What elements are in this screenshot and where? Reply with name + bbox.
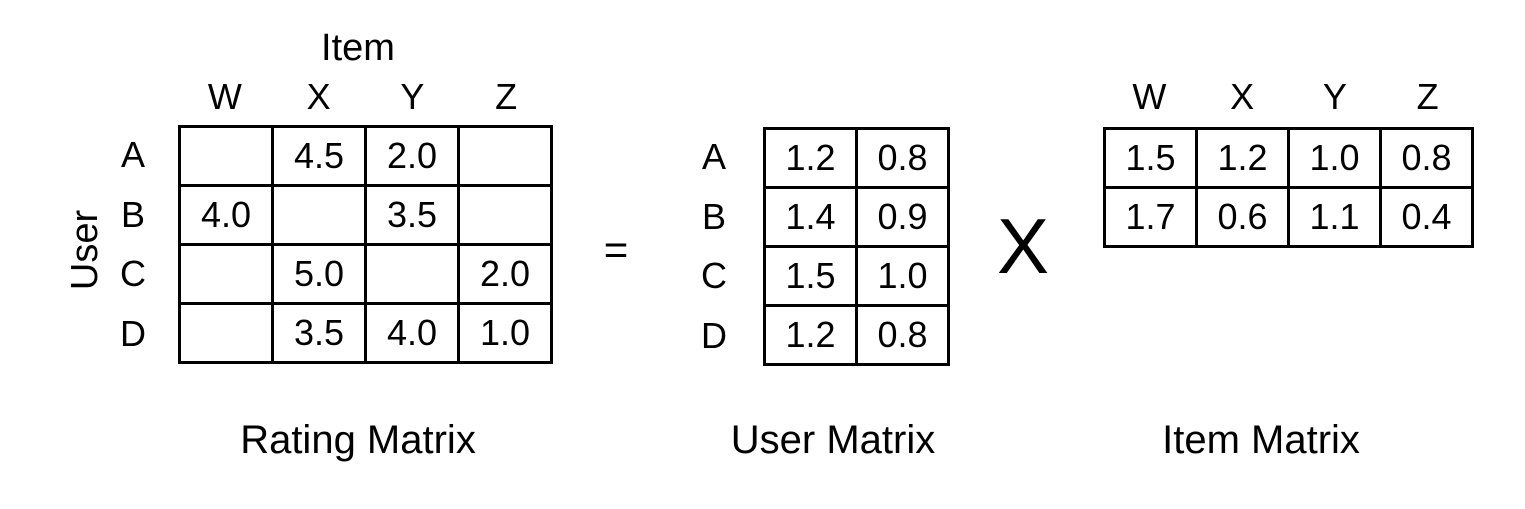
matrix-cell: 0.4 (1379, 186, 1474, 248)
matrix-cell: 1.2 (763, 304, 858, 366)
user-matrix-caption: User Matrix (730, 418, 936, 462)
matrix-cell: 0.8 (1379, 127, 1474, 189)
rating-row-header-c: C (120, 253, 146, 295)
rating-col-header-z: Z (495, 76, 518, 117)
item-col-header-x: X (1230, 76, 1255, 117)
matrix-cell (457, 125, 553, 187)
table-row: 1.2 0.8 (763, 304, 950, 366)
matrix-cell (178, 125, 274, 187)
table-row: 5.0 2.0 (178, 243, 553, 305)
item-col-header-y: Y (1322, 76, 1347, 117)
user-row-headers: A B C D (690, 127, 738, 366)
matrix-cell: 5.0 (271, 243, 367, 305)
rating-column-headers: W X Y Z (178, 75, 553, 119)
matrix-cell: 3.5 (364, 184, 460, 246)
rating-col-header-y: Y (400, 76, 425, 117)
matrix-cell: 4.5 (271, 125, 367, 187)
matrix-cell (271, 184, 367, 246)
item-matrix-table: 1.5 1.2 1.0 0.8 1.7 0.6 1.1 0.4 (1103, 127, 1474, 248)
rating-row-header-d: D (120, 313, 146, 355)
matrix-cell: 1.5 (1103, 127, 1198, 189)
user-row-header-a: A (701, 135, 726, 177)
table-row: 1.5 1.2 1.0 0.8 (1103, 127, 1474, 189)
item-axis-label: Item (321, 27, 395, 69)
table-row: 4.5 2.0 (178, 125, 553, 187)
rating-col-header-x: X (306, 76, 331, 117)
matrix-cell: 4.0 (178, 184, 274, 246)
multiply-operator: X (996, 202, 1050, 290)
matrix-cell: 1.0 (855, 245, 950, 307)
matrix-cell: 1.4 (763, 186, 858, 248)
equals-operator: = (603, 226, 629, 273)
rating-matrix-caption: Rating Matrix (240, 418, 476, 462)
matrix-cell: 4.0 (364, 302, 460, 364)
user-axis-label: User (64, 209, 107, 291)
user-row-header-c: C (701, 255, 727, 297)
matrix-cell: 1.1 (1287, 186, 1382, 248)
matrix-cell (178, 243, 274, 305)
matrix-cell: 2.0 (364, 125, 460, 187)
matrix-cell: 2.0 (457, 243, 553, 305)
matrix-cell: 1.2 (1195, 127, 1290, 189)
matrix-cell: 1.7 (1103, 186, 1198, 248)
matrix-cell: 3.5 (271, 302, 367, 364)
matrix-cell: 0.8 (855, 304, 950, 366)
matrix-cell: 1.5 (763, 245, 858, 307)
item-column-headers: W X Y Z (1103, 75, 1474, 119)
table-row: 1.7 0.6 1.1 0.4 (1103, 186, 1474, 248)
matrix-cell: 0.9 (855, 186, 950, 248)
item-col-header-w: W (1132, 76, 1167, 117)
matrix-cell (178, 302, 274, 364)
rating-row-headers: A B C D (106, 125, 160, 364)
matrix-cell: 0.6 (1195, 186, 1290, 248)
table-row: 1.5 1.0 (763, 245, 950, 307)
user-matrix-table: 1.2 0.8 1.4 0.9 1.5 1.0 1.2 0.8 (763, 127, 950, 366)
item-col-header-z: Z (1416, 76, 1439, 117)
rating-row-header-b: B (120, 193, 145, 235)
item-matrix-caption: Item Matrix (1162, 418, 1360, 462)
matrix-cell: 1.0 (1287, 127, 1382, 189)
table-row: 1.2 0.8 (763, 127, 950, 189)
matrix-cell (364, 243, 460, 305)
rating-matrix-table: 4.5 2.0 4.0 3.5 5.0 2.0 3.5 4.0 1.0 (178, 125, 553, 364)
rating-col-header-w: W (207, 76, 242, 117)
matrix-cell: 1.0 (457, 302, 553, 364)
table-row: 1.4 0.9 (763, 186, 950, 248)
user-row-header-b: B (701, 195, 726, 237)
rating-row-header-a: A (120, 133, 145, 175)
matrix-cell: 1.2 (763, 127, 858, 189)
matrix-cell: 0.8 (855, 127, 950, 189)
user-row-header-d: D (701, 315, 727, 357)
table-row: 3.5 4.0 1.0 (178, 302, 553, 364)
table-row: 4.0 3.5 (178, 184, 553, 246)
matrix-cell (457, 184, 553, 246)
